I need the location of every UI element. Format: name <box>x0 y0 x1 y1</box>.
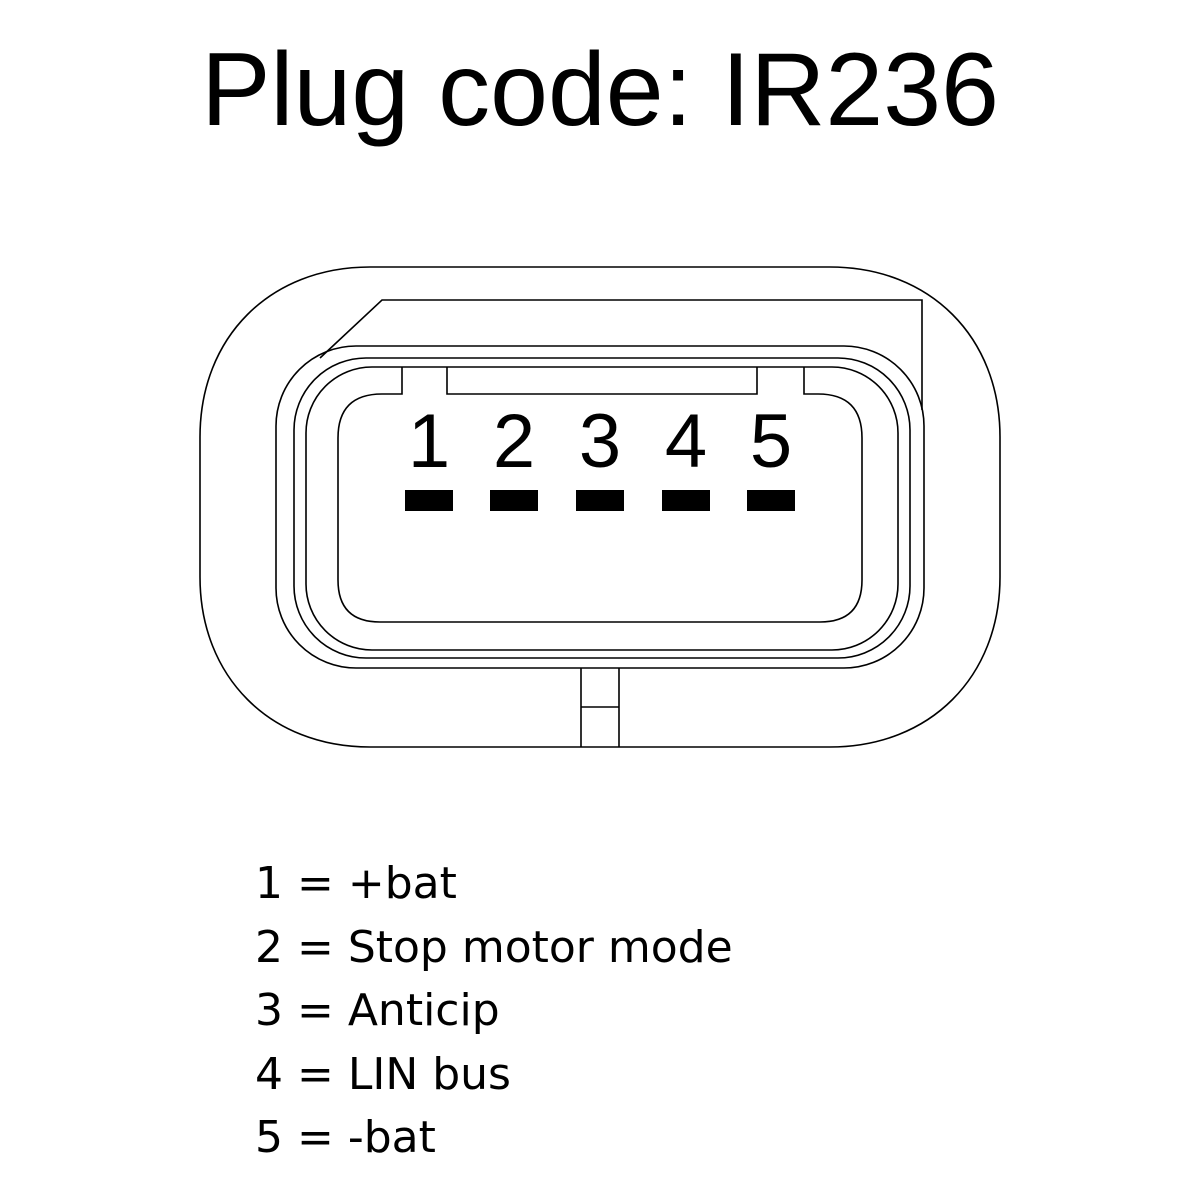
pin-contact-5 <box>747 490 795 511</box>
pin-legend: 1 = +bat 2 = Stop motor mode 3 = Anticip… <box>255 852 733 1170</box>
pin-number-3: 3 <box>579 399 621 484</box>
legend-item-pin-4: 4 = LIN bus <box>255 1048 511 1100</box>
pin-contact-3 <box>576 490 624 511</box>
socket-cavity <box>337 367 863 623</box>
locking-latch <box>580 668 620 747</box>
socket-wall-outer <box>275 345 925 669</box>
legend-item-pin-2: 2 = Stop motor mode <box>255 921 733 973</box>
connector-keying-face <box>319 299 923 410</box>
connector-housing <box>199 266 1001 748</box>
pin-number-2: 2 <box>493 399 535 484</box>
socket-wall-inner <box>305 366 899 651</box>
socket-wall-middle <box>293 357 911 659</box>
pin-number-4: 4 <box>665 399 707 484</box>
pin-contact-4 <box>662 490 710 511</box>
pin-contact-2 <box>490 490 538 511</box>
legend-item-pin-3: 3 = Anticip <box>255 985 500 1036</box>
legend-item-pin-5: 5 = -bat <box>255 1112 436 1163</box>
pin-number-1: 1 <box>408 399 450 484</box>
diagram-title: Plug code: IR236 <box>201 32 999 148</box>
legend-item-pin-1: 1 = +bat <box>255 858 457 909</box>
key-slot <box>446 367 758 395</box>
pin-contact-1 <box>405 490 453 511</box>
pin-number-5: 5 <box>750 399 792 484</box>
